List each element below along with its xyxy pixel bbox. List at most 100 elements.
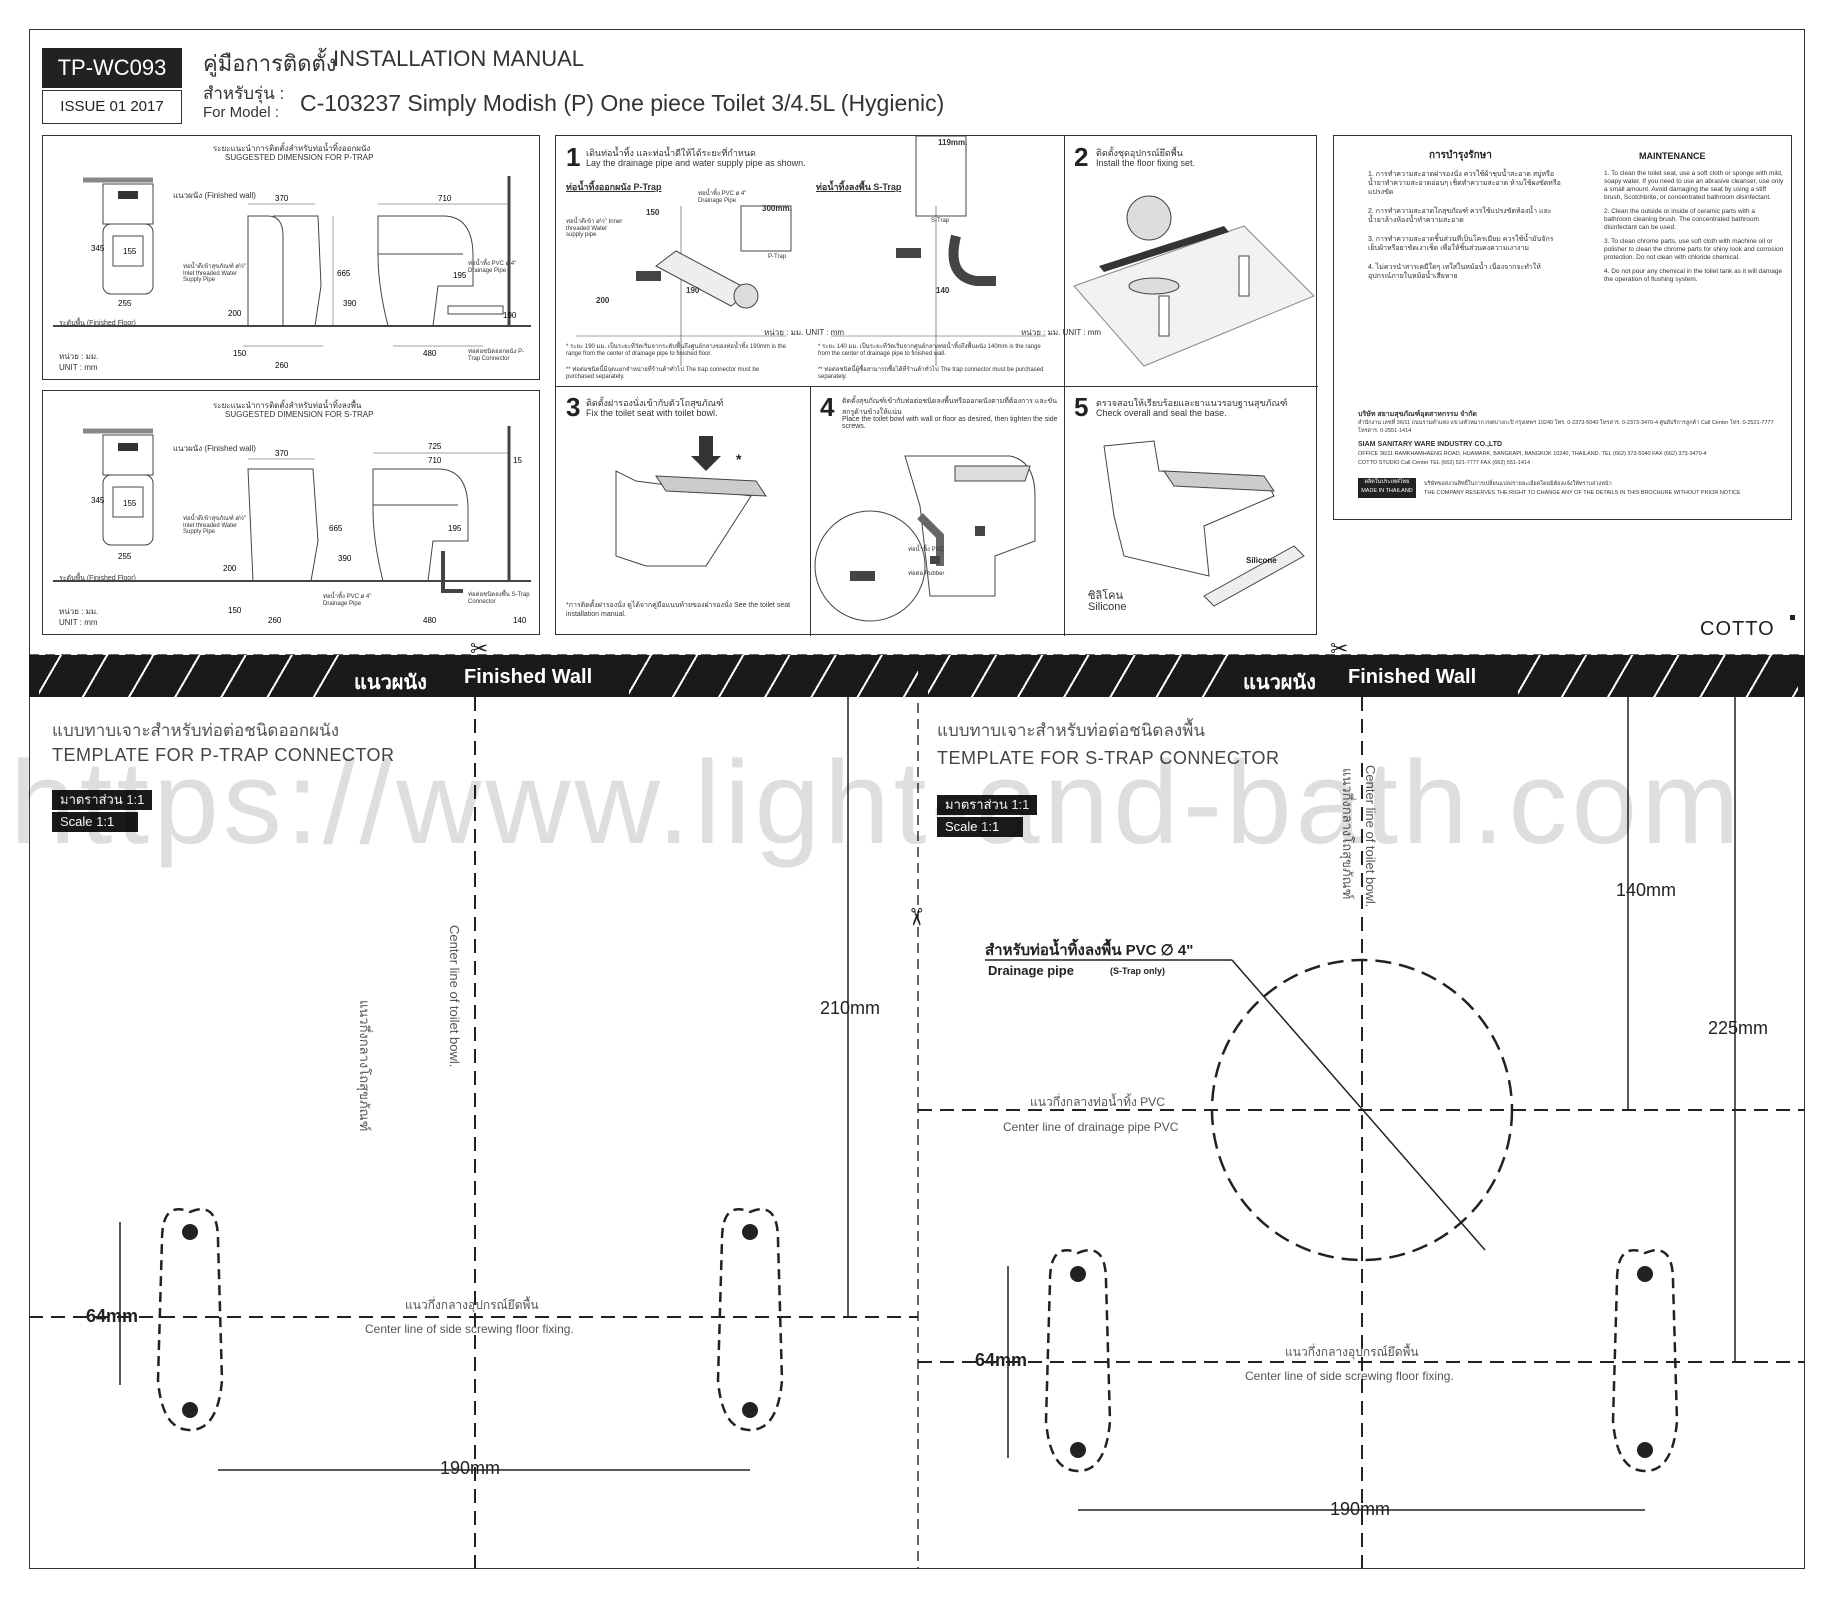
s-template-title-th: แบบทาบเจาะสำหรับท่อต่อชนิดลงพื้น (937, 721, 1205, 740)
p-wall-th: แนวผนัง (354, 672, 427, 694)
rights-th: บริษัทขอสงวนสิทธิ์ในการเปลี่ยนแปลงรายละเ… (1424, 481, 1612, 487)
s-dim-225: 225mm (1708, 1018, 1769, 1038)
svg-text:195: 195 (453, 271, 467, 280)
s-template-wall-band: แนวผนัง Finished Wall (918, 655, 1805, 697)
p-dim-190: 190mm (440, 1458, 501, 1478)
s-template-title-en: TEMPLATE FOR S-TRAP CONNECTOR (937, 748, 1280, 768)
s-wall-en: Finished Wall (1348, 666, 1477, 688)
svg-text:255: 255 (118, 299, 132, 308)
s-pipe-th: สำหรับท่อน้ำทิ้งลงพื้น PVC ∅ 4" (985, 942, 1194, 959)
svg-text:390: 390 (338, 554, 352, 563)
svg-text:370: 370 (275, 194, 289, 203)
svg-text:710: 710 (438, 194, 452, 203)
step-2-number: 2 (1074, 142, 1089, 172)
svg-text:150: 150 (228, 606, 242, 615)
maintenance-title-en: MAINTENANCE (1639, 151, 1706, 161)
step-4-label-rubber: ท่อต่อ Rubber (908, 571, 945, 577)
step-1-unit-left: หน่วย : มม. UNIT : mm (764, 328, 845, 337)
s-drain-th: แนวกึ่งกลางท่อน้ำทิ้ง PVC (1030, 1095, 1165, 1109)
floor-fixing-right-p (716, 1208, 784, 1432)
made-en: MADE IN THAILAND (1361, 488, 1413, 494)
step-1-dim-140: 140 (936, 286, 950, 295)
s-fixing-th: แนวกึ่งกลางอุปกรณ์ยึดพื้น (1285, 1345, 1419, 1359)
company-address-th: สำนักงาน เลขที่ 36/11 ถนนรามคำแหง แขวงหั… (1358, 420, 1774, 434)
rights-en: THE COMPANY RESERVES THE RIGHT TO CHANGE… (1424, 490, 1741, 496)
document-code: TP-WC093 (42, 48, 182, 88)
svg-text:260: 260 (268, 616, 282, 625)
watermark-text: https://www.light-and-bath.com (10, 737, 1744, 869)
maintenance-en-4: 4. Do not pour any chemical in the toile… (1604, 268, 1783, 283)
cotto-logo: COTTO (1700, 618, 1775, 640)
step-4-label-pipe: ท่อน้ำทิ้ง PVC (908, 547, 944, 553)
step-1-label-supply: ท่อน้ำดีเข้า ø½" Inner threaded Water su… (566, 219, 623, 238)
manual-sheet (29, 29, 1805, 1569)
step-1-sub-right: ท่อน้ำทิ้งลงพื้น S-Trap (816, 182, 902, 192)
step-3-star: * (736, 451, 742, 467)
step-5-drawing (1103, 440, 1305, 607)
maintenance-panel: การบำรุงรักษา MAINTENANCE 1. การทำความสะ… (1333, 135, 1792, 520)
strap-connector-label: ท่อต่อชนิดลงพื้น S-Trap Connector (468, 592, 530, 605)
title-th: คู่มือการติดตั้ง (203, 51, 337, 76)
svg-text:665: 665 (337, 269, 351, 278)
svg-text:15: 15 (513, 456, 522, 465)
made-in-thailand-badge: ผลิตในประเทศไทย MADE IN THAILAND (1358, 478, 1416, 498)
strap-unit-label: หน่วย : มม. UNIT : mm (59, 607, 99, 627)
step-5-number: 5 (1074, 392, 1089, 422)
svg-text:710: 710 (428, 456, 442, 465)
s-dim-140: 140mm (1616, 880, 1677, 900)
floor-fixing-left-p (156, 1208, 224, 1432)
maintenance-list-th: 1. การทำความสะอาดฝารองนั่ง ควรใช้ผ้าชุบน… (1368, 170, 1563, 281)
s-scale-th: มาตราส่วน 1:1 (937, 795, 1038, 815)
step-1-drawing (576, 136, 1046, 366)
company-studio: COTTO STUDIO Call Center TEL (662) 521-7… (1358, 460, 1531, 466)
step-4-th: ติดตั้งสุขภัณฑ์เข้ากับท่อต่อชนิดลงพื้นหร… (842, 398, 1057, 416)
svg-text:200: 200 (228, 309, 242, 318)
p-template-wall-band: แนวผนัง Finished Wall (29, 655, 918, 697)
issue-label: ISSUE 01 2017 (42, 90, 182, 124)
svg-text:140: 140 (513, 616, 527, 625)
step-1-note-left: * ระยะ 190 มม. เป็นระยะที่วัดเริ่มจากระด… (566, 344, 786, 357)
company-name-en: SIAM SANITARY WARE INDUSTRY CO.,LTD (1358, 441, 1503, 448)
p-template-title-en: TEMPLATE FOR P-TRAP CONNECTOR (52, 745, 395, 765)
svg-text:665: 665 (329, 524, 343, 533)
step-3-en: Fix the toilet seat with toilet bowl. (586, 408, 718, 418)
step-5-silicone-en: Silicone (1088, 601, 1127, 613)
s-wall-th: แนวผนัง (1243, 672, 1316, 694)
strap-title-th: ระยะแนะนำการติดตั้งสำหรับท่อน้ำทิ้งลงพื้… (213, 401, 362, 410)
svg-text:150: 150 (233, 349, 247, 358)
step-5-th: ตรวจสอบให้เรียบร้อยและยาแนวรอบฐานสุขภัณฑ… (1096, 398, 1288, 408)
model-label-th: สำหรับรุ่น : (203, 84, 285, 103)
step-1-size-right: 119mm. (938, 138, 968, 147)
step-4-drawing (814, 455, 1036, 622)
cotto-logo-mark (1790, 615, 1795, 620)
s-dim-64: 64mm (975, 1350, 1028, 1370)
step-1-label-strap: S-Trap (931, 218, 950, 224)
strap-drawing: 345 155 255 370 665 200 150 260 725 710 … (53, 426, 531, 625)
s-pipe-note: (S-Trap only) (1110, 966, 1166, 976)
p-fixing-en: Center line of side screwing floor fixin… (365, 1322, 574, 1336)
p-centerline-th: แนวกึ่งกลางโถสุขภัณฑ์ (357, 1000, 372, 1132)
maintenance-en-1: 1. To clean the toilet seat, use a soft … (1604, 170, 1784, 201)
maintenance-title-th: การบำรุงรักษา (1429, 150, 1492, 161)
strap-drainage-label: ท่อน้ำทิ้ง PVC ø 4" Drainage Pipe (323, 594, 372, 607)
step-2-drawing (1073, 195, 1315, 367)
p-dim-210: 210mm (820, 998, 881, 1018)
maintenance-th-2: 2. การทำความสะอาดโถสุขภัณฑ์ ควรใช้แปรงขั… (1368, 208, 1552, 224)
p-centerline-en: Center line of toilet bowl. (447, 925, 462, 1068)
strap-dimension-panel: ระยะแนะนำการติดตั้งสำหรับท่อน้ำทิ้งลงพื้… (42, 390, 540, 635)
maintenance-th-4: 4. ไม่ควรนำสารเคมีใดๆ เทใส่ในหม้อน้ำ เนื… (1368, 264, 1541, 280)
step-1-note-left-2: ** ท่อต่อชนิดนี้มีจุดแยกจำหน่ายที่ร้านค้… (566, 367, 759, 380)
maintenance-en-3: 3. To clean chrome parts, use soft cloth… (1604, 238, 1784, 261)
maintenance-th-1: 1. การทำความสะอาดฝารองนั่ง ควรใช้ผ้าชุบน… (1368, 171, 1561, 196)
svg-text:155: 155 (123, 247, 137, 256)
ptrap-title-th: ระยะแนะนำการติดตั้งสำหรับท่อน้ำทิ้งออกผน… (213, 144, 371, 153)
ptrap-title-en: SUGGESTED DIMENSION FOR P-TRAP (225, 153, 374, 162)
p-scale-th: มาตราส่วน 1:1 (52, 790, 153, 810)
svg-text:390: 390 (343, 299, 357, 308)
maintenance-list-en: 1. To clean the toilet seat, use a soft … (1604, 170, 1784, 284)
svg-text:200: 200 (223, 564, 237, 573)
strap-water-supply-label: ท่อน้ำดีเข้าสุขภัณฑ์ ø½" Inlet threaded … (183, 516, 247, 535)
p-wall-en: Finished Wall (464, 666, 593, 688)
svg-text:255: 255 (118, 552, 132, 561)
ptrap-connector-label: ท่อต่อชนิดออกผนัง P-Trap Connector (468, 349, 525, 362)
